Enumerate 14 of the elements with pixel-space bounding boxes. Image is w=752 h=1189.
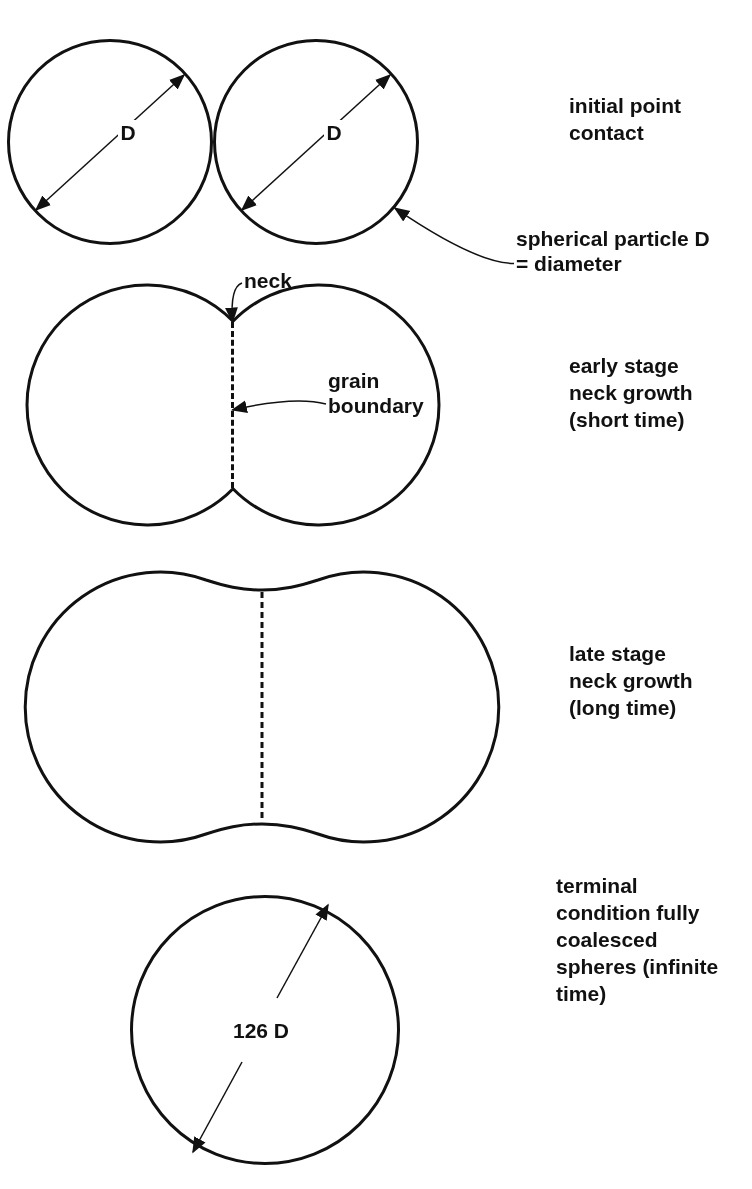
particle-circle xyxy=(7,39,213,245)
leader-line xyxy=(225,282,243,324)
callout-text: neck xyxy=(244,268,293,293)
callout-text: spherical particle D = diameter xyxy=(516,226,711,276)
grain-boundary-line xyxy=(231,322,234,488)
particle-circle xyxy=(213,39,419,245)
stage-label: early stage neck growth (short time) xyxy=(569,353,694,433)
particle-circle xyxy=(130,895,400,1165)
leader-line xyxy=(393,207,515,265)
stage-label: initial point contact xyxy=(569,93,682,146)
stage-label: late stage neck growth (long time) xyxy=(569,641,694,721)
leader-line xyxy=(230,400,327,414)
stage-label: terminal condition fully coalesced spheres (infinite time) xyxy=(556,873,720,1007)
callout-text: grain boundary xyxy=(328,368,425,418)
